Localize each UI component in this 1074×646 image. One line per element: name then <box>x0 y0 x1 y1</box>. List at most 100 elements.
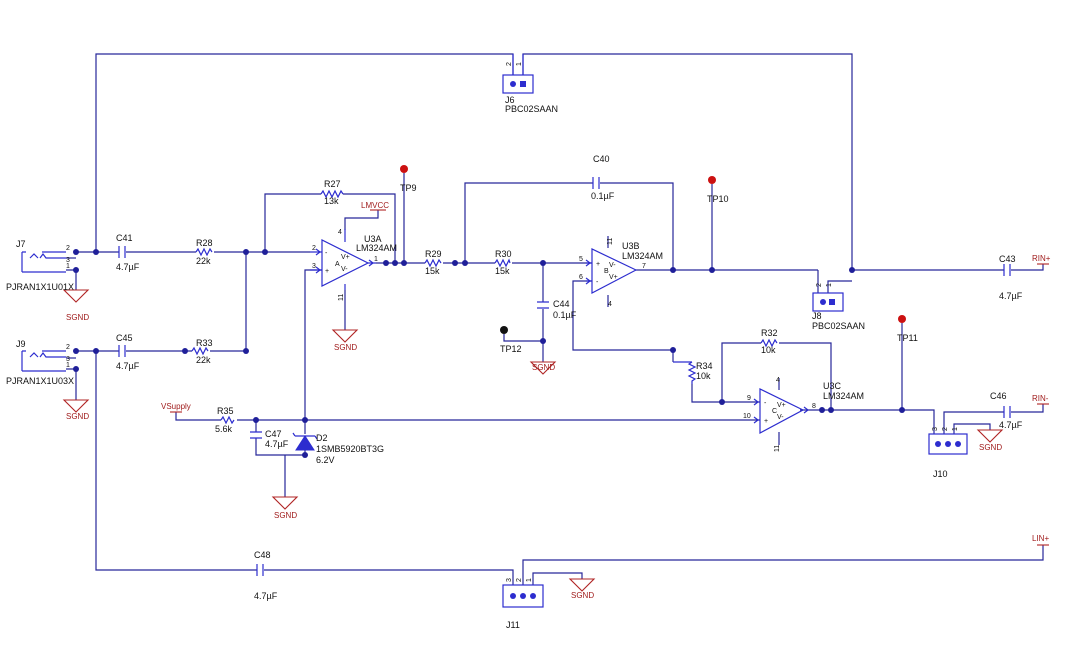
connector-j8-pin1 <box>829 299 835 305</box>
u3c-part: LM324AM <box>823 391 864 401</box>
testpoints <box>400 165 906 334</box>
capacitor-c44 <box>537 301 549 309</box>
j7-part: PJRAN1X1U01X <box>6 282 74 292</box>
junction <box>709 267 715 273</box>
opamp-u3b-triangle <box>591 248 638 294</box>
grounds <box>62 289 1004 592</box>
resistor-r35 <box>220 415 235 425</box>
c40-value: 0.1µF <box>591 191 615 201</box>
r34-value: 10k <box>696 371 711 381</box>
u3c-letter: C <box>772 408 777 415</box>
c45-ref: C45 <box>116 333 133 343</box>
j8-pin1-number: 1 <box>826 283 833 287</box>
j7-pin2-number: 2 <box>66 245 70 252</box>
resistor-r32 <box>760 338 778 348</box>
audio-jack-j7-body <box>21 251 66 273</box>
c48-value: 4.7µF <box>254 591 278 601</box>
wire-c47-gnd <box>255 438 305 456</box>
c43-ref: C43 <box>999 254 1016 264</box>
c41-value: 4.7µF <box>116 262 140 272</box>
r30-value: 15k <box>495 266 510 276</box>
zener-bar <box>292 432 318 440</box>
vsupply-label: VSupply <box>161 402 191 411</box>
r28-ref: R28 <box>196 238 213 248</box>
connector-j10-pin3 <box>935 441 941 447</box>
zener-diode-icon <box>295 435 315 451</box>
junction <box>93 249 99 255</box>
j10-pin2-number: 2 <box>942 427 949 431</box>
opamp-u3a-arrows <box>315 248 374 274</box>
u3a-vminus-mark: V- <box>341 266 348 273</box>
ground-icon <box>271 496 299 510</box>
d2-part: 1SMB5920BT3G <box>316 444 384 454</box>
junction <box>302 417 308 423</box>
tp12-label: TP12 <box>500 344 522 354</box>
j7-pin1-number: 1 <box>66 263 70 270</box>
junction <box>670 267 676 273</box>
u3b-vminus-mark: V- <box>609 262 616 269</box>
ground-icon <box>62 289 90 303</box>
wire-c40-right <box>600 182 674 270</box>
ground-icon <box>976 429 1004 443</box>
u3b-pin-vminus: 4 <box>608 301 612 308</box>
r35-value: 5.6k <box>215 424 233 434</box>
d2-value: 6.2V <box>316 455 335 465</box>
j9-pin3-number: 3 <box>66 356 70 363</box>
wire-r33-node <box>210 252 247 352</box>
resistor-r34 <box>673 361 697 384</box>
u3b-vplus-mark: V+ <box>609 274 618 281</box>
opamp-u3c <box>753 388 809 435</box>
sgnd-label: SGND <box>979 443 1002 452</box>
u3b-pin-out: 7 <box>642 263 646 270</box>
u3a-pin-vplus: 4 <box>338 229 342 236</box>
junction <box>93 348 99 354</box>
resistor-r30 <box>494 258 511 268</box>
j11-pin1-number: 1 <box>526 578 533 582</box>
resistors <box>191 189 778 425</box>
connector-j10-pin1 <box>955 441 961 447</box>
capacitor-c41 <box>118 246 126 258</box>
wire-vsupply <box>175 412 221 421</box>
opamp-u3b-pins <box>586 262 592 282</box>
wire-c48-right <box>264 569 514 585</box>
junction <box>392 260 398 266</box>
connector-j6-body <box>502 74 534 94</box>
audio-jack-j9-body <box>21 350 66 372</box>
capacitor-c47 <box>250 431 262 439</box>
j10-pin1-number: 1 <box>952 427 959 431</box>
connector-j11-body <box>502 584 544 608</box>
j9-pin1-number: 1 <box>66 362 70 369</box>
junction <box>849 267 855 273</box>
junction <box>262 249 268 255</box>
ground-icon <box>568 578 596 592</box>
j9-part: PJRAN1X1U03X <box>6 376 74 386</box>
c43-value: 4.7µF <box>999 291 1023 301</box>
wire-lmvcc <box>344 210 379 230</box>
u3a-minus-mark: - <box>325 250 328 257</box>
capacitor-c46 <box>1003 406 1011 418</box>
connector-j11 <box>502 584 544 608</box>
connector-j11-pin2 <box>520 593 526 599</box>
junction <box>243 348 249 354</box>
junction <box>540 260 546 266</box>
resistor-r27 <box>320 189 344 199</box>
opamp-u3b <box>585 248 638 294</box>
junction <box>401 260 407 266</box>
capacitor-c45 <box>118 345 126 357</box>
j7-ref: J7 <box>16 239 26 249</box>
u3a-ref: U3A <box>364 234 382 244</box>
wire-j10-1 <box>953 423 991 434</box>
j9-pin2-number: 2 <box>66 344 70 351</box>
lmvcc-label: LMVCC <box>361 201 389 210</box>
j10-pin3-number: 3 <box>932 427 939 431</box>
opamp-u3c-triangle <box>759 388 805 435</box>
junction <box>73 348 79 354</box>
wire-r32-loop <box>721 342 761 402</box>
connector-j10-body <box>928 433 968 455</box>
u3c-pin-vminus: 11 <box>774 445 781 452</box>
wire-top-right <box>522 53 853 270</box>
junctions <box>73 249 905 458</box>
c44-ref: C44 <box>553 299 570 309</box>
connector-j10-pin2 <box>945 441 951 447</box>
